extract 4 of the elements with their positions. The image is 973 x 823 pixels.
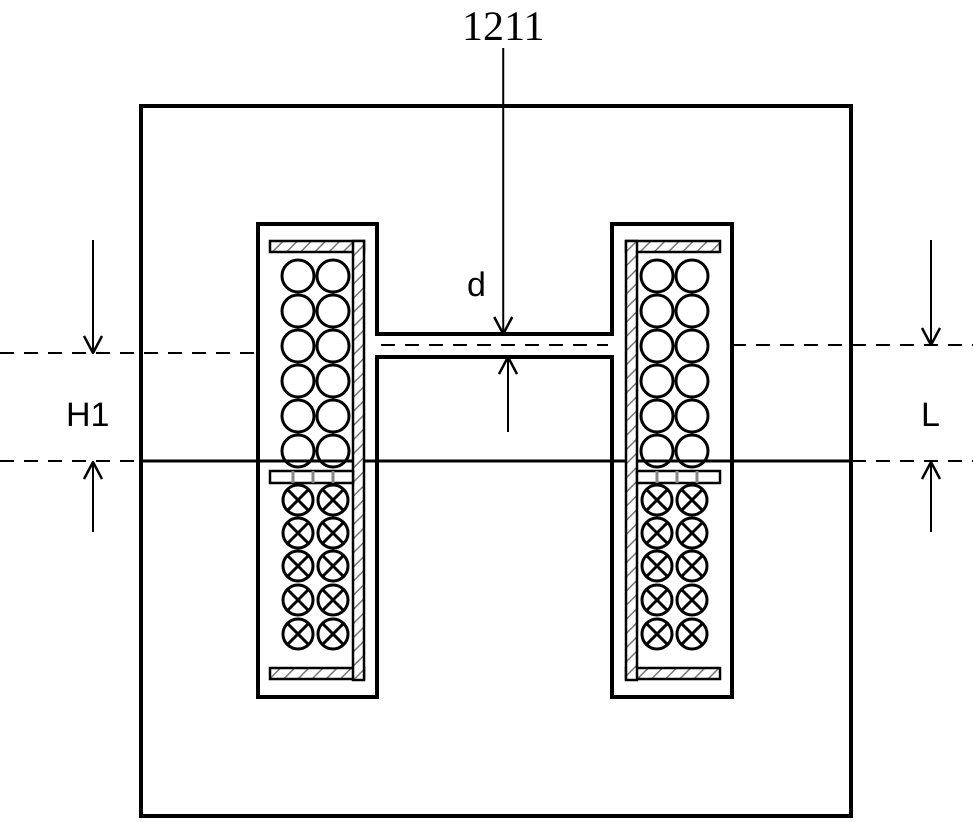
part-number: 1211 bbox=[462, 6, 544, 48]
dimension-label: H1 bbox=[66, 398, 110, 432]
dimension-label: d bbox=[467, 268, 486, 302]
dimension-label: L bbox=[921, 398, 940, 432]
